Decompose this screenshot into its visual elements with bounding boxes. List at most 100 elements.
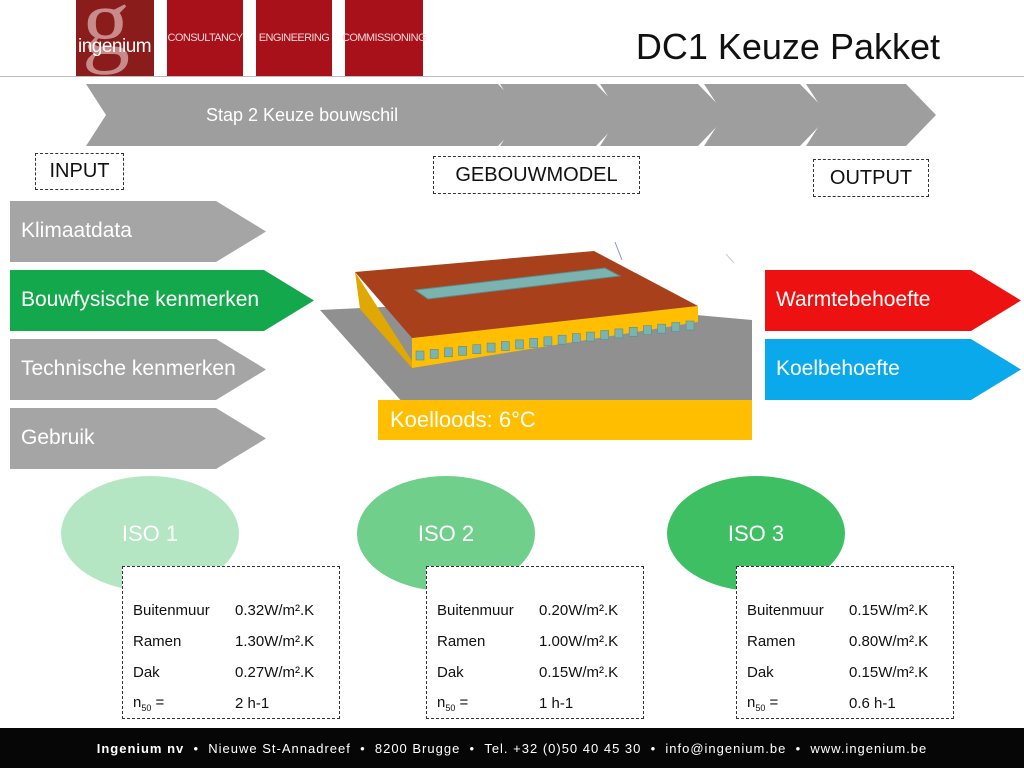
roof-skylight	[413, 267, 622, 300]
footer-address: Nieuwe St-Annadreef	[208, 740, 351, 756]
process-arrow-3	[500, 84, 626, 146]
input-technische-kenmerken: Technische kenmerken	[10, 339, 266, 400]
building-front-wall	[412, 306, 698, 368]
gebouwmodel-label: GEBOUWMODEL	[433, 156, 640, 194]
spec-value: 0.80W/m².K	[849, 633, 929, 650]
logo-box-consultancy: CONSULTANCY	[167, 0, 243, 76]
footer-website[interactable]: www.ingenium.be	[810, 740, 928, 756]
spec-key: Ramen	[437, 633, 486, 650]
spec-row-n50: n50 = 2 h-1	[133, 688, 314, 719]
spec-value: 0.20W/m².K	[539, 602, 619, 619]
logo-name: ingenium	[78, 36, 152, 57]
process-arrow-5	[704, 84, 830, 146]
spec-row-dak: Dak 0.15W/m².K	[437, 657, 618, 688]
footer-city: 8200 Brugge	[374, 740, 461, 756]
iso-1-spec-table: Buitenmuur 0.32W/m².K Ramen 1.30W/m².K Dak…	[122, 566, 340, 719]
dock-door	[429, 349, 439, 359]
footer-sep: •	[641, 740, 666, 756]
loading-docks	[415, 320, 695, 361]
spec-value: 1.00W/m².K	[539, 633, 619, 650]
iso-2-spec-table: Buitenmuur 0.20W/m².K Ramen 1.00W/m².K Dak…	[426, 566, 644, 719]
building-side-wall	[355, 272, 412, 368]
spec-value: 0.6 h-1	[849, 695, 896, 712]
spec-value: 0.15W/m².K	[849, 602, 929, 619]
spec-value: 1 h-1	[539, 695, 574, 712]
dock-door	[586, 331, 595, 342]
spec-row-buitenmuur: Buitenmuur 0.15W/m².K	[747, 595, 928, 626]
dock-door	[472, 344, 482, 354]
building-model-illustration	[320, 241, 752, 404]
process-arrow-4	[600, 84, 728, 146]
spec-key: n50 =	[133, 694, 165, 713]
iso-3-spec-table: Buitenmuur 0.15W/m².K Ramen 0.80W/m².K Dak…	[736, 566, 954, 719]
header-divider	[0, 76, 1024, 77]
output-warmtebehoefte: Warmtebehoefte	[765, 270, 1021, 331]
dock-door	[557, 334, 567, 345]
dock-door	[572, 333, 581, 343]
input-klimaatdata: Klimaatdata	[10, 201, 266, 262]
spec-value: 1.30W/m².K	[235, 633, 315, 650]
spec-row-n50: n50 = 0.6 h-1	[747, 688, 928, 719]
output-koelbehoefte: Koelbehoefte	[765, 339, 1021, 400]
spec-key: Ramen	[747, 633, 796, 650]
building-caption: Koelloods: 6°C	[378, 400, 752, 440]
footer-sep: •	[786, 740, 811, 756]
spec-key: Ramen	[133, 633, 182, 650]
process-arrow-6	[806, 84, 936, 146]
dock-door	[628, 327, 638, 337]
footer-email[interactable]: info@ingenium.be	[665, 740, 787, 756]
process-step-label: Stap 2 Keuze bouwschil	[206, 105, 399, 125]
spec-row-n50: n50 = 1 h-1	[437, 688, 618, 719]
spec-row-dak: Dak 0.27W/m².K	[133, 657, 314, 688]
dock-door	[600, 330, 610, 340]
dock-door	[444, 347, 453, 358]
dock-door	[643, 325, 652, 335]
input-bouwfysische-kenmerken: Bouwfysische kenmerken	[10, 270, 314, 331]
footer-phone: Tel. +32 (0)50 40 45 30	[484, 740, 642, 756]
dock-door	[501, 341, 510, 351]
dock-door	[486, 342, 496, 353]
footer-sep: •	[350, 740, 375, 756]
spec-key: Dak	[747, 664, 774, 681]
spec-row-ramen: Ramen 0.80W/m².K	[747, 626, 928, 657]
spec-value: 0.15W/m².K	[849, 664, 929, 681]
output-label: OUTPUT	[813, 159, 929, 197]
dock-door	[685, 320, 695, 331]
footer-company: Ingenium nv	[96, 740, 185, 756]
dock-door	[657, 323, 666, 334]
spec-key: Buitenmuur	[437, 602, 514, 619]
spec-value: 0.32W/m².K	[235, 602, 315, 619]
logo-box-commissioning: COMMISSIONING	[342, 0, 427, 76]
spec-key: Buitenmuur	[747, 602, 824, 619]
spec-row-ramen: Ramen 1.00W/m².K	[437, 626, 618, 657]
spec-value: 0.27W/m².K	[235, 664, 315, 681]
spec-key: Buitenmuur	[133, 602, 210, 619]
dock-door	[543, 336, 553, 347]
spec-key: Dak	[133, 664, 160, 681]
ingenium-logo: g ingenium	[76, 0, 154, 76]
spec-row-buitenmuur: Buitenmuur 0.20W/m².K	[437, 595, 618, 626]
dock-door	[671, 322, 681, 332]
spec-row-buitenmuur: Buitenmuur 0.32W/m².K	[133, 595, 314, 626]
spec-value: 2 h-1	[235, 695, 270, 712]
logo-g-glyph: g	[82, 0, 130, 75]
dock-door	[415, 350, 425, 361]
spec-value: 0.15W/m².K	[539, 664, 619, 681]
input-label: INPUT	[35, 153, 124, 190]
dock-door	[529, 338, 538, 348]
spec-row-dak: Dak 0.15W/m².K	[747, 657, 928, 688]
spec-key: Dak	[437, 664, 464, 681]
dock-door	[515, 339, 524, 350]
process-arrow-2	[168, 84, 528, 146]
input-gebruik: Gebruik	[10, 408, 266, 469]
dock-door	[458, 346, 467, 356]
dock-door	[614, 328, 624, 339]
spec-key: n50 =	[437, 694, 469, 713]
logo-box-engineering: ENGINEERING	[256, 0, 332, 76]
page-title: DC1 Keuze Pakket	[635, 26, 940, 67]
footer-sep: •	[184, 740, 209, 756]
spec-key: n50 =	[747, 694, 779, 713]
footer-sep: •	[460, 740, 485, 756]
footer-bar: Ingenium nv • Nieuwe St-Annadreef • 8200…	[0, 728, 1024, 768]
spec-row-ramen: Ramen 1.30W/m².K	[133, 626, 314, 657]
